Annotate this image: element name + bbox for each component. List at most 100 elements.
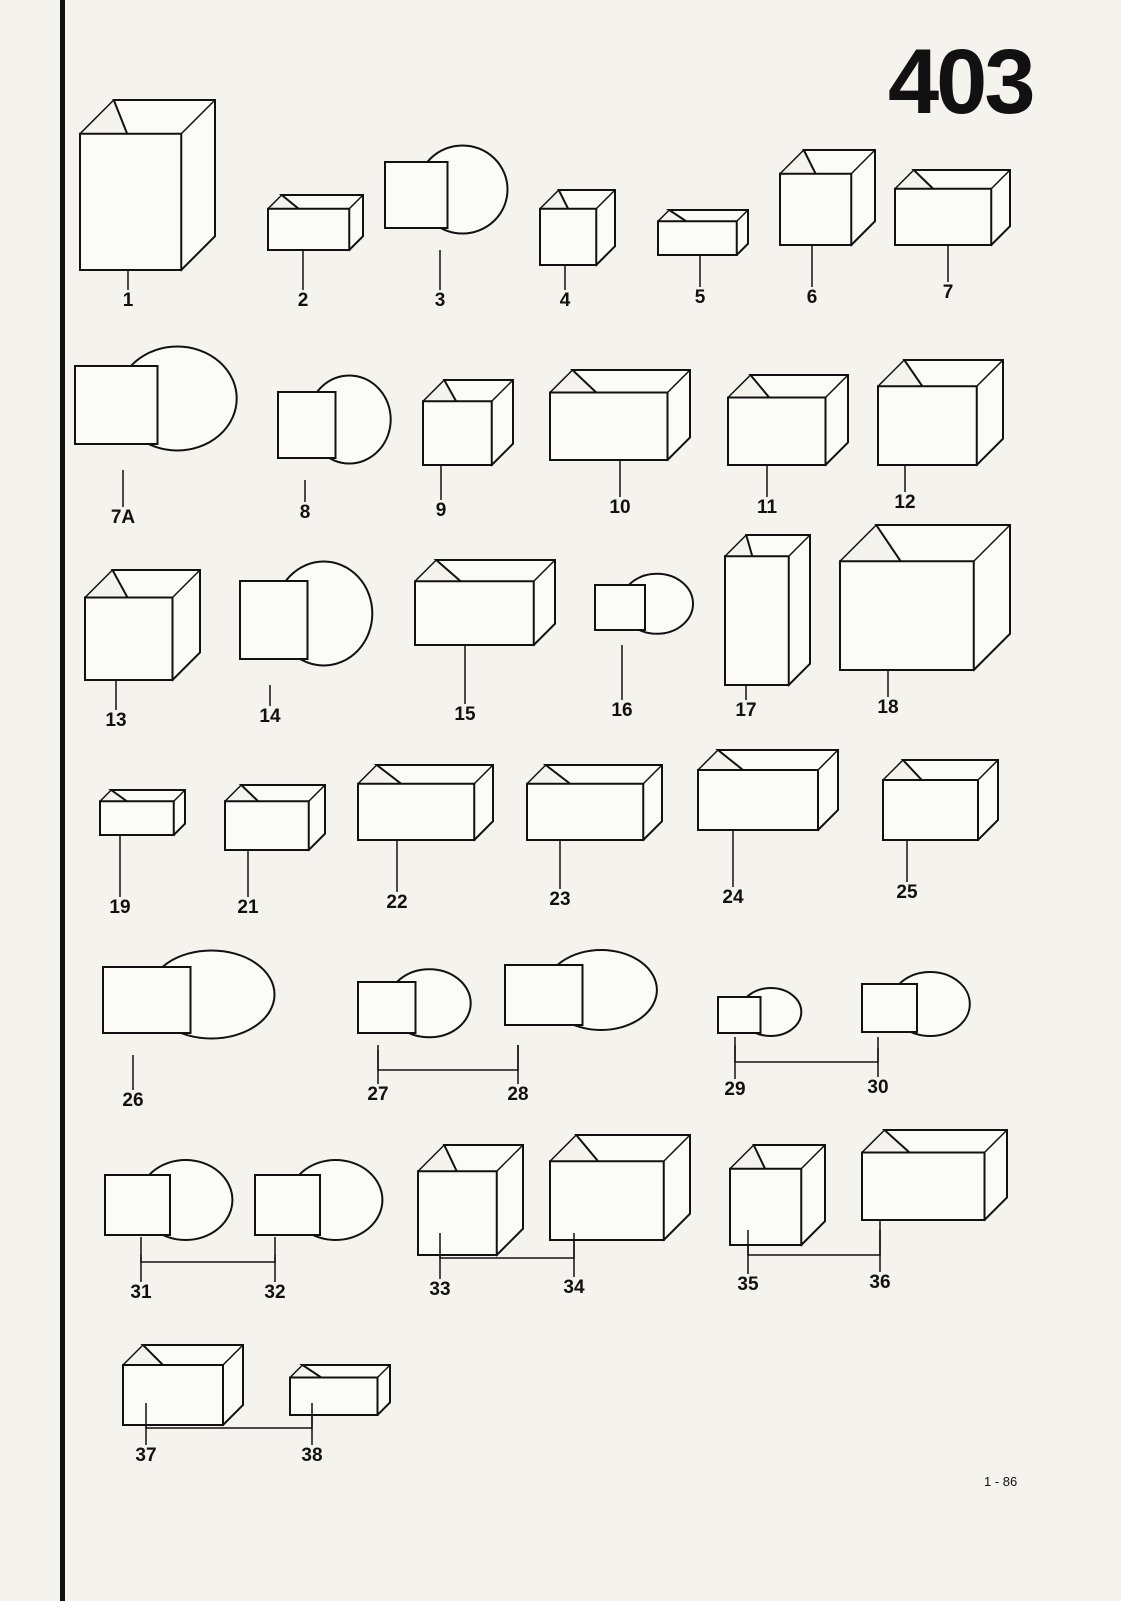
part-34-edge bbox=[663, 1134, 691, 1162]
part-17-face bbox=[724, 555, 790, 686]
part-14-label: 14 bbox=[259, 706, 281, 727]
part-18-edge bbox=[839, 524, 877, 562]
part-24-edge bbox=[697, 749, 719, 771]
part-24-edge bbox=[817, 749, 839, 771]
part-10-edge bbox=[549, 369, 574, 394]
part-2-label: 2 bbox=[297, 290, 309, 311]
part-1-face bbox=[79, 132, 183, 271]
part-22-face bbox=[357, 782, 476, 841]
part-35-label: 35 bbox=[737, 1274, 759, 1295]
part-38-edge bbox=[376, 1364, 391, 1379]
part-7-label: 7 bbox=[942, 282, 954, 303]
part-10-label: 10 bbox=[609, 497, 631, 518]
part-33-edge bbox=[417, 1144, 445, 1172]
part-22-label: 22 bbox=[386, 892, 408, 913]
part-13-face bbox=[84, 596, 174, 681]
part-17-edge bbox=[788, 534, 811, 557]
part-19-face bbox=[99, 800, 175, 836]
part-29-label: 29 bbox=[724, 1079, 746, 1100]
part-17-edge bbox=[724, 534, 747, 557]
part-38-label: 38 bbox=[301, 1445, 323, 1466]
part-4-edge bbox=[595, 189, 616, 210]
part-25-face bbox=[882, 779, 979, 841]
pair-bracket bbox=[377, 1045, 519, 1071]
part-18-face bbox=[839, 560, 975, 671]
part-19-label: 19 bbox=[109, 897, 131, 918]
part-37-edge bbox=[122, 1344, 144, 1366]
part-12-face bbox=[877, 385, 978, 466]
part-32-face bbox=[254, 1174, 321, 1236]
part-14-face bbox=[239, 580, 309, 660]
part-33-face bbox=[417, 1170, 498, 1256]
part-9-label: 9 bbox=[435, 500, 447, 521]
part-34-face bbox=[549, 1160, 665, 1241]
part-1-label: 1 bbox=[122, 290, 134, 311]
part-33-edge bbox=[496, 1144, 524, 1172]
part-18-label: 18 bbox=[877, 697, 899, 718]
part-16-label: 16 bbox=[611, 700, 633, 721]
part-15-label: 15 bbox=[454, 704, 476, 725]
part-3-face bbox=[384, 161, 449, 229]
part-7-edge bbox=[990, 169, 1011, 190]
part-9-edge bbox=[422, 379, 445, 402]
part-22-edge bbox=[357, 764, 378, 785]
part-3-label: 3 bbox=[434, 290, 446, 311]
part-8-label: 8 bbox=[299, 502, 311, 523]
part-25-edge bbox=[977, 759, 999, 781]
part-18-edge bbox=[973, 524, 1011, 562]
pair-bracket bbox=[747, 1230, 881, 1256]
page-binding-edge bbox=[60, 0, 65, 1601]
part-31-face bbox=[104, 1174, 171, 1236]
part-6-edge bbox=[850, 149, 876, 175]
part-33-label: 33 bbox=[429, 1279, 451, 1300]
part-29-face bbox=[717, 996, 762, 1034]
part-4-face bbox=[539, 207, 598, 266]
part-36-label: 36 bbox=[869, 1272, 891, 1293]
part-37-face bbox=[122, 1364, 224, 1426]
part-30-label: 30 bbox=[867, 1077, 889, 1098]
part-36-edge bbox=[861, 1129, 886, 1154]
part-23-edge bbox=[642, 764, 663, 785]
part-11-face bbox=[727, 396, 827, 466]
part-21-edge bbox=[224, 784, 242, 802]
part-10-face bbox=[549, 391, 669, 461]
part-21-label: 21 bbox=[237, 897, 259, 918]
part-31-label: 31 bbox=[130, 1282, 152, 1303]
part-37-label: 37 bbox=[135, 1445, 157, 1466]
part-7-edge bbox=[894, 169, 915, 190]
part-36-edge bbox=[983, 1129, 1008, 1154]
part-4-label: 4 bbox=[559, 290, 571, 311]
pair-bracket bbox=[734, 1037, 879, 1063]
part-35-edge bbox=[800, 1144, 826, 1170]
part-11-edge bbox=[824, 374, 849, 399]
part-38-edge bbox=[289, 1364, 304, 1379]
part-16-face bbox=[594, 584, 646, 631]
part-34-edge bbox=[549, 1134, 577, 1162]
part-6-edge bbox=[779, 149, 805, 175]
part-6-label: 6 bbox=[806, 287, 818, 308]
part-21-face bbox=[224, 800, 310, 851]
part-25-edge bbox=[882, 759, 904, 781]
part-12-edge bbox=[877, 359, 905, 387]
part-19-edge bbox=[173, 789, 186, 802]
part-23-face bbox=[526, 782, 645, 841]
part-15-edge bbox=[533, 559, 556, 582]
part-2-edge bbox=[267, 194, 283, 210]
page-number: 403 bbox=[888, 31, 1035, 133]
pair-bracket bbox=[140, 1237, 276, 1263]
pair-bracket bbox=[439, 1233, 575, 1259]
part-6-face bbox=[779, 172, 853, 246]
part-4-edge bbox=[539, 189, 560, 210]
part-1-edge bbox=[79, 99, 115, 135]
part-13-edge bbox=[84, 569, 114, 599]
part-27-label: 27 bbox=[367, 1084, 389, 1105]
pair-bracket bbox=[145, 1403, 313, 1429]
part-35-edge bbox=[729, 1144, 755, 1170]
part-30-face bbox=[861, 983, 918, 1033]
part-9-face bbox=[422, 400, 493, 466]
part-15-edge bbox=[414, 559, 437, 582]
part-11-label: 11 bbox=[756, 497, 778, 518]
part-7a-face bbox=[74, 365, 159, 445]
part-5-edge bbox=[657, 209, 670, 222]
part-32-label: 32 bbox=[264, 1282, 286, 1303]
